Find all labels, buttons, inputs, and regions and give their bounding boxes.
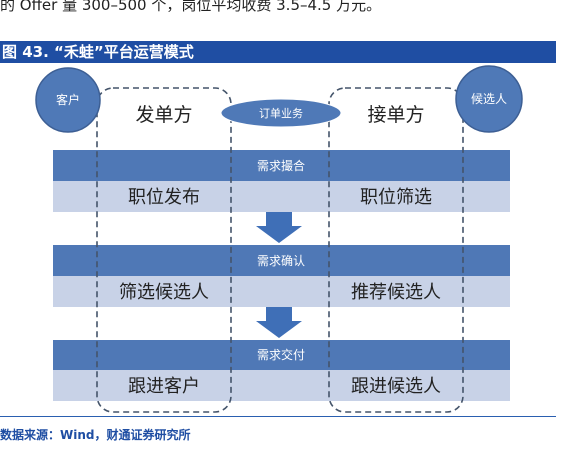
figure-title: 图 43. “禾蛙”平台运营模式 xyxy=(0,41,556,63)
stage-1 xyxy=(53,150,510,212)
stage-1-header-band xyxy=(53,150,510,181)
client-circle xyxy=(35,67,101,133)
stage-3-left-label: 跟进客户 xyxy=(128,376,200,397)
candidate-label: 候选人 xyxy=(471,92,507,106)
candidate-circle xyxy=(455,65,523,133)
stage-1-right-label: 职位筛选 xyxy=(360,187,432,208)
stage-2-header-band xyxy=(53,245,510,276)
sender-label: 发单方 xyxy=(135,104,192,126)
receiver-lane xyxy=(328,87,464,413)
stage-1-title: 需求撮合 xyxy=(257,158,305,173)
stage-2-content-band xyxy=(53,276,510,307)
stage-3-right-label: 跟进候选人 xyxy=(351,376,441,397)
stage-3 xyxy=(53,340,510,401)
stage-3-header-band xyxy=(53,340,510,370)
source-note: 数据来源：Wind，财通证券研究所 xyxy=(0,428,191,442)
stage-1-left-label: 职位发布 xyxy=(128,187,200,208)
down-arrow-icon xyxy=(256,212,302,243)
order-business-label: 订单业务 xyxy=(259,107,303,120)
sender-lane xyxy=(96,87,232,413)
intro-text: 的 Offer 量 300–500 个，岗位平均收费 3.5–4.5 万元。 xyxy=(0,0,382,14)
stage-2-right-label: 推荐候选人 xyxy=(351,282,441,303)
client-label: 客户 xyxy=(56,92,80,107)
order-business-ellipse xyxy=(220,98,342,128)
stage-3-content-band xyxy=(53,370,510,401)
stage-3-title: 需求交付 xyxy=(257,347,305,362)
stage-2-left-label: 筛选候选人 xyxy=(119,282,209,303)
stage-2 xyxy=(53,245,510,307)
down-arrow-icon xyxy=(256,307,302,338)
stage-2-title: 需求确认 xyxy=(257,254,305,268)
stage-1-content-band xyxy=(53,181,510,212)
footer-divider xyxy=(0,416,556,417)
receiver-label: 接单方 xyxy=(367,104,424,126)
